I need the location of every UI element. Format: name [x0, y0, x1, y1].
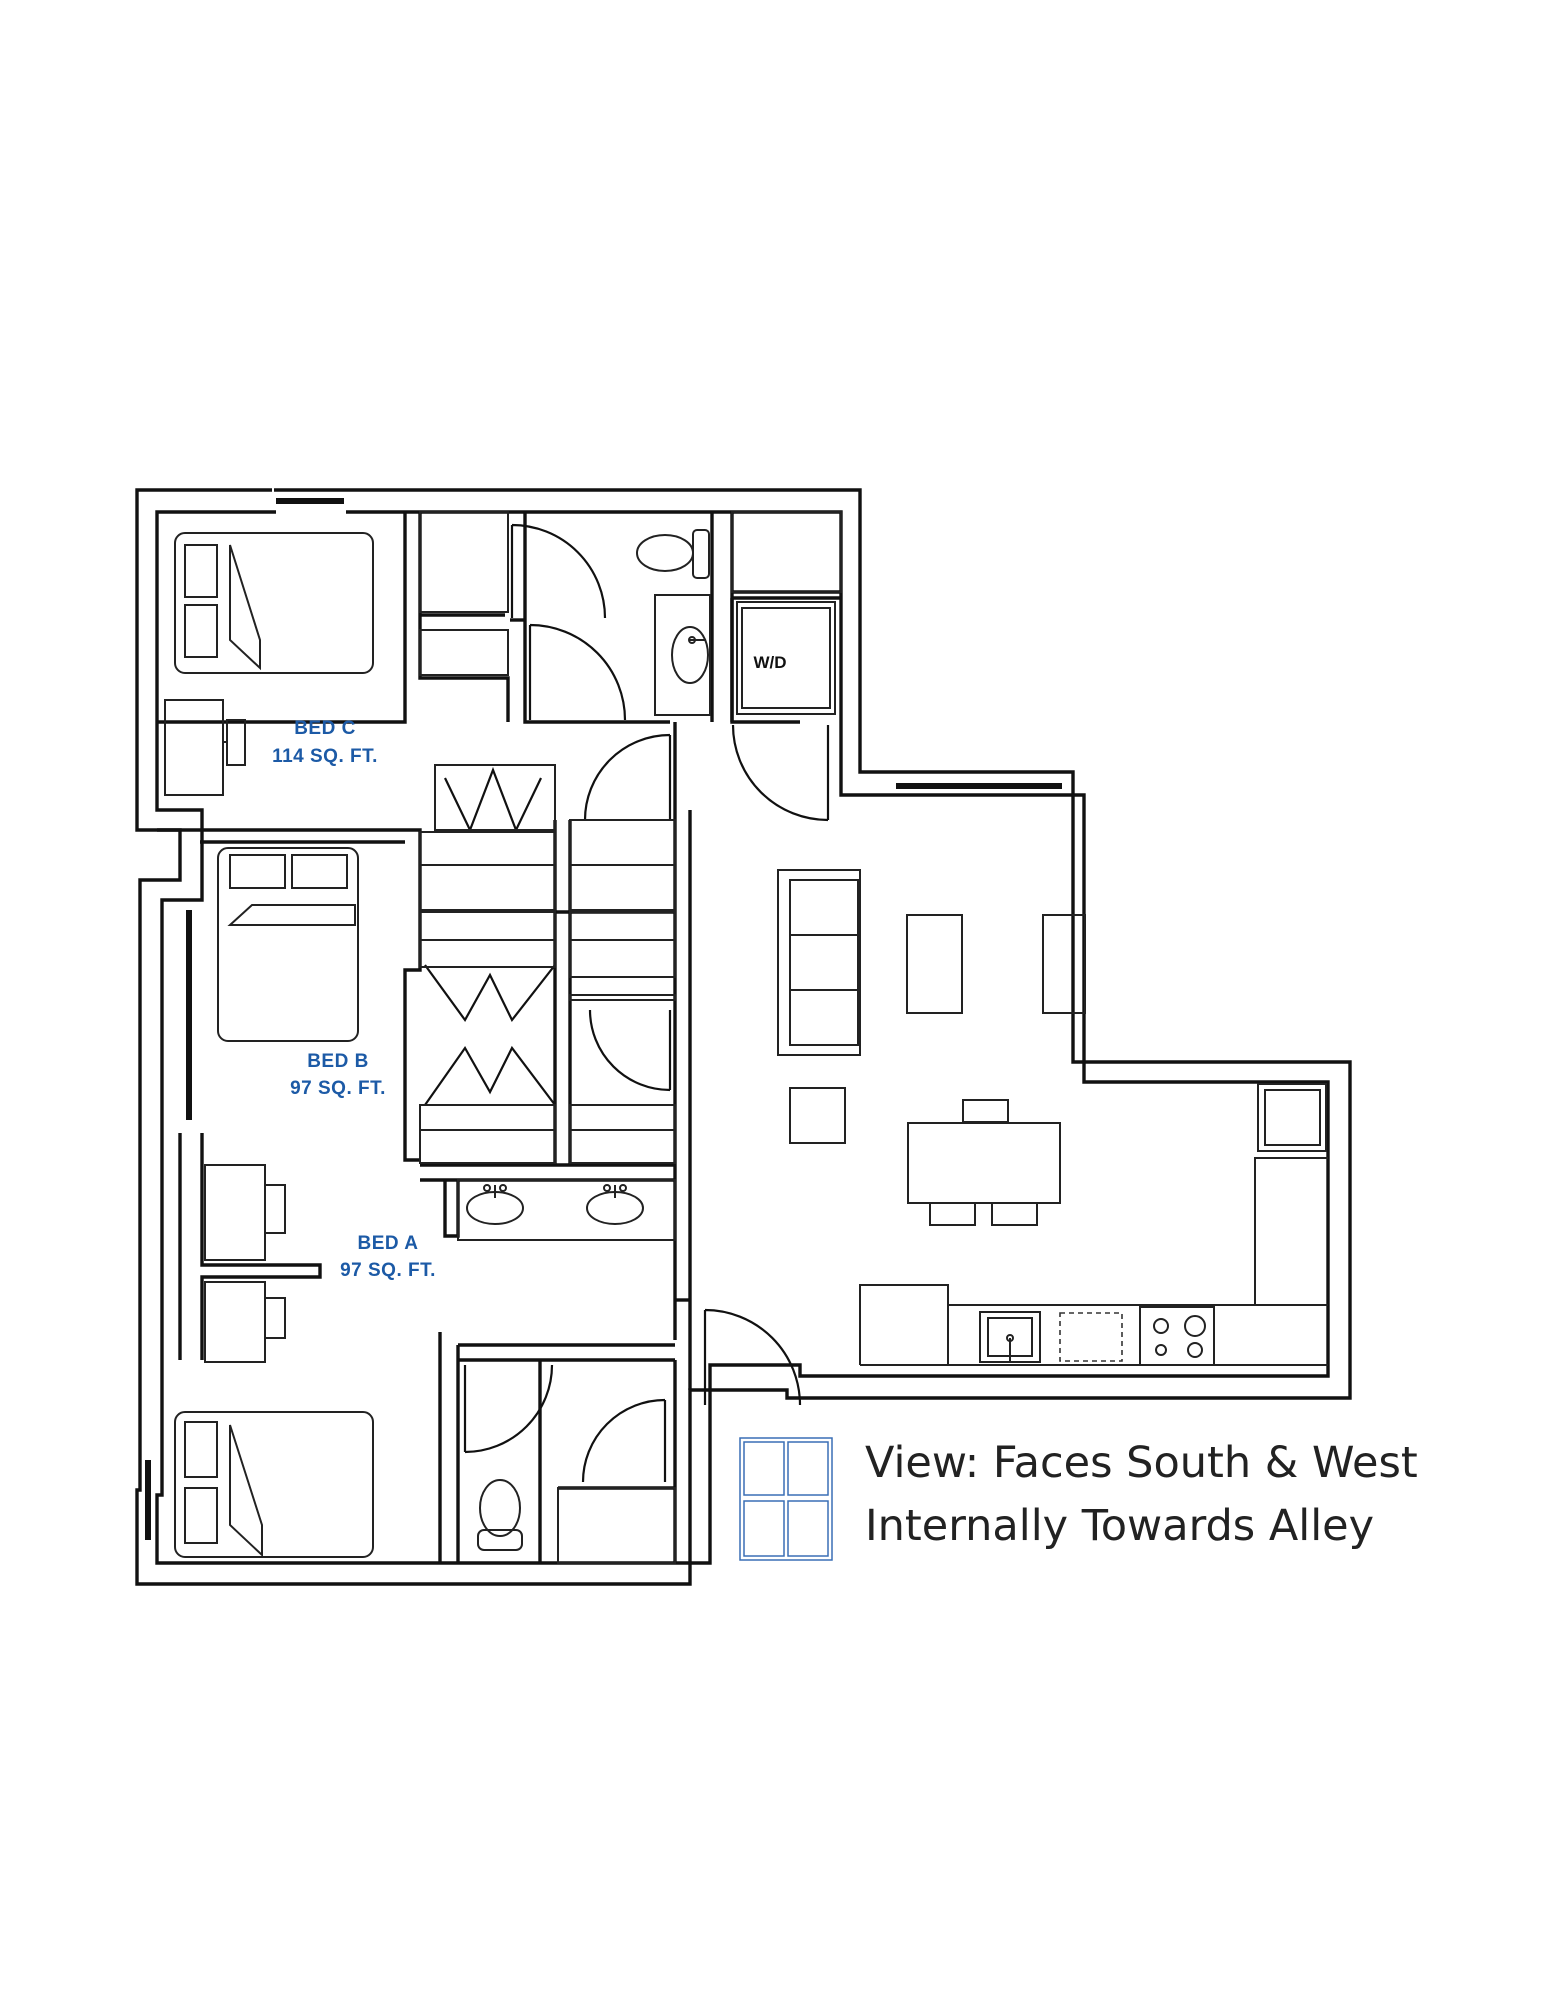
cabinet — [1264, 1089, 1321, 1146]
burner — [1184, 1315, 1206, 1337]
closet-box — [731, 511, 842, 593]
room-name-bed-c: BED C — [294, 718, 356, 739]
bath-a — [457, 1179, 676, 1564]
legend-caption: View: Faces South & West Internally Towa… — [865, 1432, 1418, 1558]
pillow — [229, 854, 286, 889]
room-labels: BED C 114 SQ. FT. BED B 97 SQ. FT. BED A… — [272, 718, 436, 1281]
desk — [164, 699, 224, 796]
door-swing — [731, 724, 830, 822]
kitchen — [859, 1157, 1328, 1366]
door-swing — [510, 523, 607, 619]
bed — [217, 847, 359, 1042]
door-swing — [583, 733, 672, 821]
dishwasher — [1059, 1312, 1123, 1362]
closet-bifold — [424, 964, 556, 1023]
door-swing — [463, 1364, 554, 1454]
door-swing — [703, 1308, 802, 1406]
sheet-fold — [227, 904, 356, 926]
legend-line-2: Internally Towards Alley — [865, 1501, 1375, 1551]
linen-closet — [557, 1487, 676, 1564]
dining-chair — [962, 1099, 1009, 1123]
room-area-bed-c: 114 SQ. FT. — [272, 746, 378, 767]
toilet-tank — [692, 529, 710, 579]
sink — [671, 626, 709, 684]
door-swing — [581, 1398, 667, 1483]
chair — [264, 1184, 286, 1234]
pillow — [291, 854, 348, 889]
dining-table — [907, 1122, 1061, 1204]
door-swing — [528, 623, 627, 721]
room-area-bed-b: 97 SQ. FT. — [290, 1078, 386, 1099]
closet-bifold — [424, 1045, 556, 1106]
coffee-table — [906, 914, 963, 1014]
desk — [204, 1164, 266, 1261]
sofa — [777, 869, 861, 1056]
room-name-bed-a: BED A — [358, 1233, 419, 1254]
washer-dryer — [741, 607, 831, 709]
legend-line-1: View: Faces South & West — [865, 1438, 1418, 1488]
room-area-bed-a: 97 SQ. FT. — [340, 1260, 436, 1281]
cooktop — [1139, 1306, 1215, 1366]
ottoman — [789, 1087, 846, 1144]
washer-dryer-label: W/D — [753, 653, 786, 672]
pillow — [184, 604, 218, 658]
closets — [419, 764, 676, 1164]
closet-bifold — [444, 766, 542, 833]
pillow — [184, 544, 218, 598]
door-swing — [588, 1009, 672, 1092]
interior-walls — [157, 512, 841, 1563]
pillow — [184, 1421, 218, 1478]
room-name-bed-b: BED B — [307, 1051, 369, 1072]
living-area — [777, 869, 1327, 1226]
pillow — [184, 1487, 218, 1544]
vanity — [654, 594, 711, 716]
sheet-fold — [229, 544, 261, 671]
chair — [226, 719, 246, 766]
double-vanity — [457, 1179, 676, 1241]
doors — [424, 523, 830, 1483]
tv-stand — [1042, 914, 1086, 1014]
burner — [1155, 1344, 1167, 1356]
sheet-fold — [229, 1424, 263, 1558]
toilet-tank — [477, 1529, 523, 1551]
exterior-walls — [135, 488, 1352, 1586]
window-icon — [739, 1437, 833, 1561]
bed-a-furniture — [174, 1164, 374, 1558]
bed — [174, 1411, 374, 1558]
bath-c: W/D — [636, 511, 842, 716]
dining-chair — [929, 1202, 976, 1226]
dining-chair — [991, 1202, 1038, 1226]
toilet-bowl — [636, 534, 694, 572]
bed — [174, 532, 374, 674]
toilet-bowl — [479, 1479, 521, 1537]
burner — [1153, 1318, 1169, 1334]
burner — [1187, 1342, 1203, 1358]
chair — [264, 1297, 286, 1339]
bed-b-furniture — [217, 847, 359, 1042]
desk — [204, 1281, 266, 1363]
bed-c-furniture — [164, 511, 509, 796]
